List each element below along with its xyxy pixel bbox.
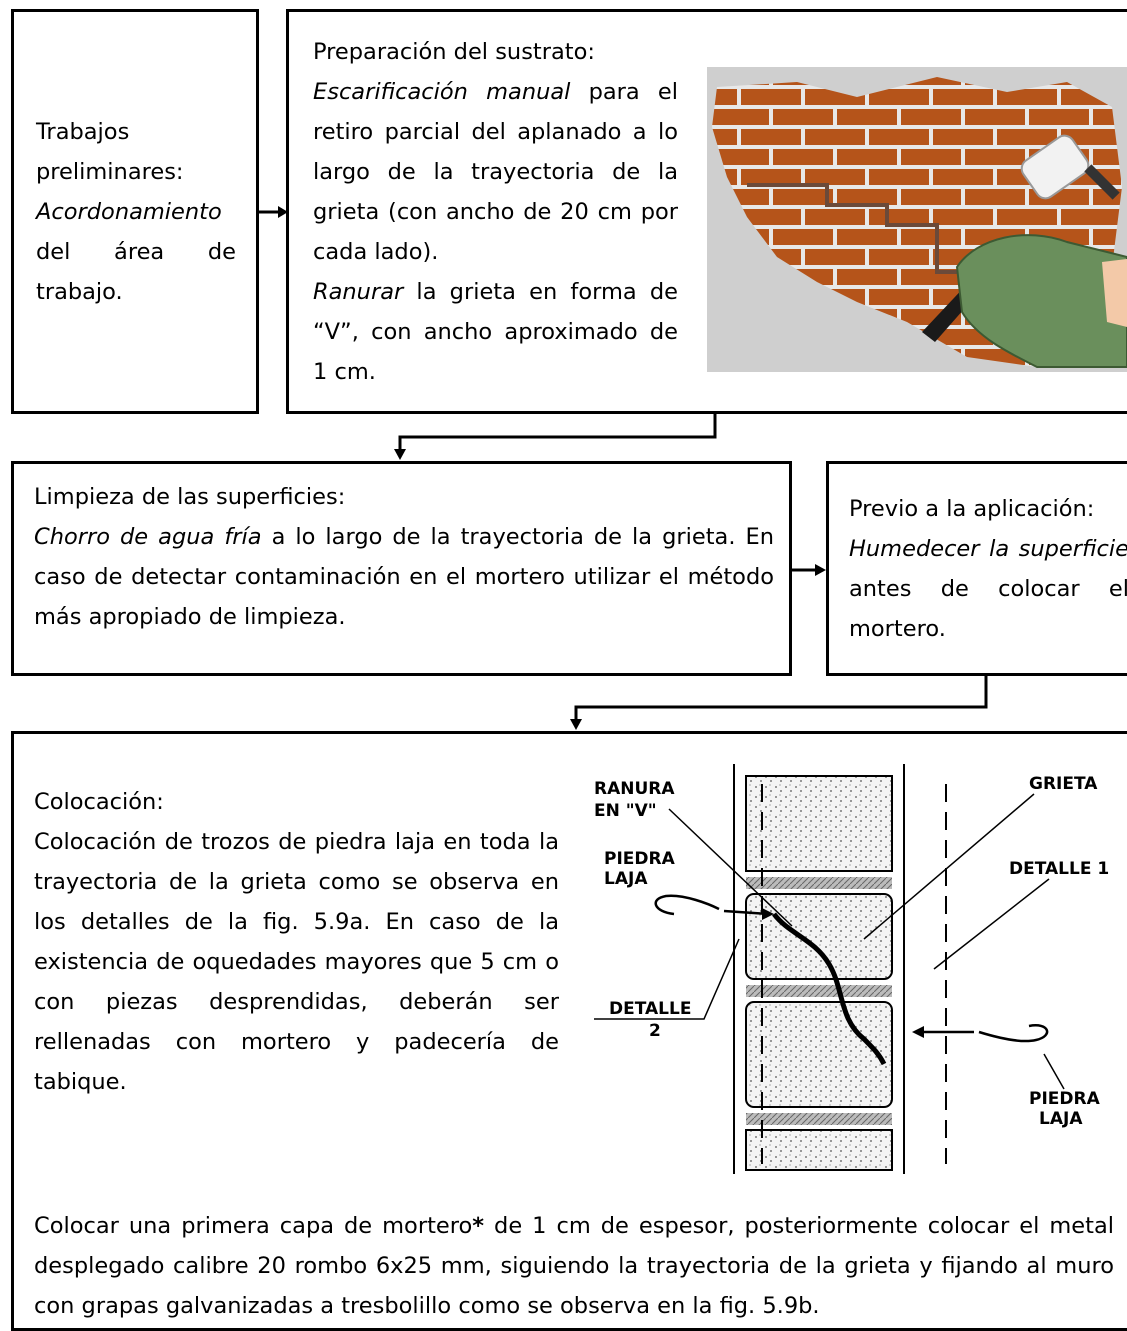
step-placement-title: Colocación:: [34, 789, 164, 815]
step-prewetting-italic: Humedecer la superficie: [849, 536, 1127, 562]
arrowhead-2: [394, 449, 406, 460]
label-piedra-left-2: LAJA: [604, 869, 648, 889]
step-substrate-text-2: la grieta en forma de “V”, con ancho apr…: [313, 279, 678, 385]
step-placement-para2-a: Colocar una primera capa de mortero: [34, 1213, 473, 1239]
scarification-illustration: [707, 67, 1127, 372]
arrowhead-1: [278, 206, 288, 218]
step-prewetting-title: Previo a la aplicación:: [849, 496, 1095, 522]
step-cleaning-box: Limpieza de las superficies: Chorro de a…: [11, 461, 792, 676]
label-detalle1: DETALLE 1: [1009, 859, 1109, 879]
arrow-substrate-to-cleaning: [398, 414, 717, 450]
label-piedra-left-1: PIEDRA: [604, 849, 676, 869]
step-preliminary-title-line1: Trabajos: [36, 119, 130, 145]
label-piedra-right-1: PIEDRA: [1029, 1089, 1101, 1109]
label-ranura-1: RANURA: [594, 779, 675, 799]
step-substrate-italic-1: Escarificación manual: [313, 79, 571, 105]
step-cleaning-text: a lo largo de la trayectoria de la griet…: [34, 524, 775, 630]
step-preliminary-text: del área de trabajo.: [36, 239, 236, 305]
step-preliminary-title-line2: preliminares:: [36, 159, 184, 185]
arrowhead-4: [570, 719, 582, 730]
label-grieta: GRIETA: [1029, 774, 1098, 794]
crack-detail-drawing: RANURA EN "V" PIEDRA LAJA DETALLE 2 GRIE…: [594, 764, 1109, 1174]
label-detalle2-1: DETALLE: [609, 999, 691, 1019]
step-preliminary-box: Trabajos preliminares: Acordonamiento de…: [11, 9, 259, 414]
label-detalle2-2: 2: [649, 1021, 661, 1041]
arrow-prewetting-to-placement: [574, 676, 988, 720]
label-ranura-2: EN "V": [594, 801, 657, 821]
step-cleaning-italic: Chorro de agua fría: [34, 524, 262, 550]
label-piedra-right-2: LAJA: [1039, 1109, 1083, 1129]
step-prewetting-box: Previo a la aplicación: Humedecer la sup…: [826, 461, 1127, 676]
step-substrate-italic-2: Ranurar: [313, 279, 404, 305]
step-placement-para2-b: de 1 cm de espesor, posteriormente coloc…: [34, 1213, 1114, 1319]
step-cleaning-title: Limpieza de las superficies:: [34, 484, 346, 510]
step-placement-box: Colocación: Colocación de trozos de pied…: [11, 731, 1127, 1331]
step-substrate-box: Preparación del sustrato: Escarificación…: [286, 9, 1127, 414]
arrowhead-3: [815, 564, 826, 576]
step-substrate-text-1: para el retiro parcial del aplanado a lo…: [313, 79, 678, 265]
step-prewetting-text: antes de colocar el mortero.: [849, 576, 1127, 642]
step-placement-star: *: [472, 1213, 485, 1239]
step-preliminary-italic: Acordonamiento: [36, 199, 222, 225]
step-substrate-title: Preparación del sustrato:: [313, 39, 595, 65]
step-placement-para1: Colocación de trozos de piedra laja en t…: [34, 829, 559, 1095]
